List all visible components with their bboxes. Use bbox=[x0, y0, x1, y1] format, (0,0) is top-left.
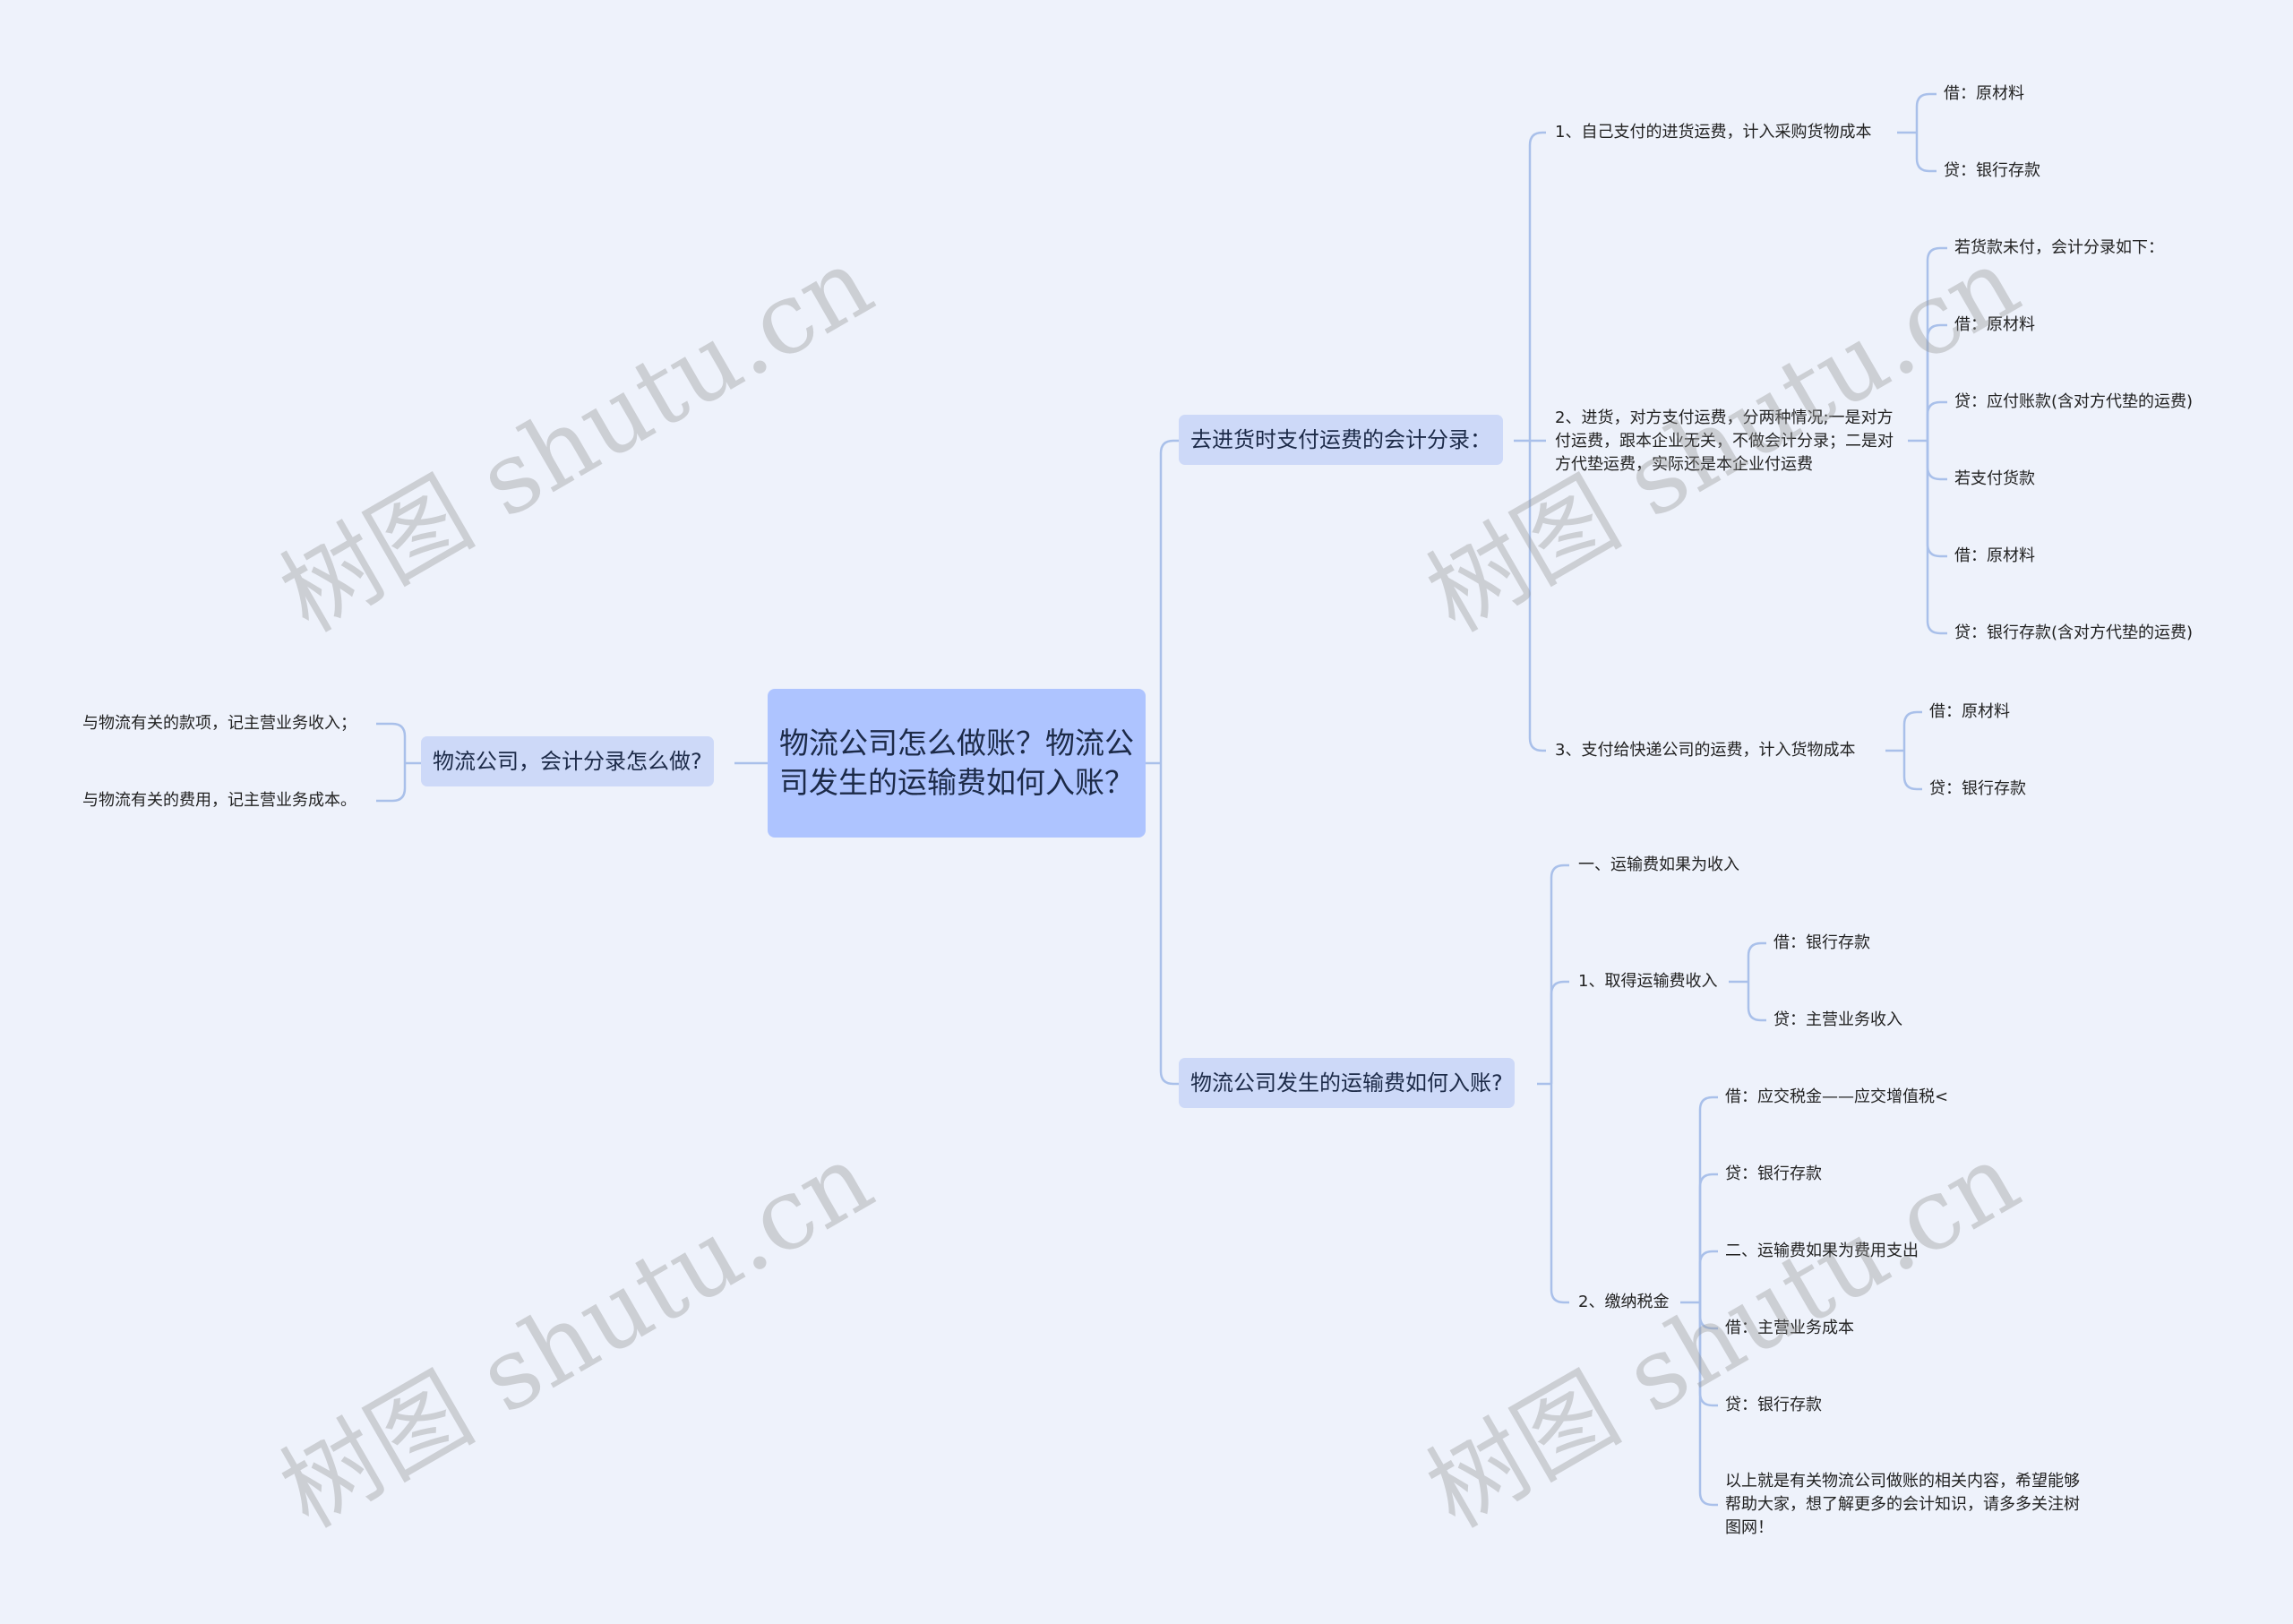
leaf-a2-unpaid[interactable]: 若货款未付，会计分录如下： bbox=[1954, 238, 2164, 257]
leaf-a2-paid[interactable]: 若支付货款 bbox=[1954, 469, 2035, 488]
root-topic[interactable]: 物流公司怎么做账？物流公司发生的运输费如何入账？ bbox=[768, 689, 1146, 838]
leaf-left-revenue[interactable]: 与物流有关的款项，记主营业务收入； bbox=[82, 714, 356, 733]
leaf-left-cost[interactable]: 与物流有关的费用，记主营业务成本。 bbox=[82, 791, 356, 810]
leaf-a3-credit[interactable]: 贷：银行存款 bbox=[1929, 779, 2026, 798]
leaf-a2-credit-payable[interactable]: 贷：应付账款(含对方代垫的运费) bbox=[1954, 392, 2194, 411]
topic-left-accounting[interactable]: 物流公司，会计分录怎么做? bbox=[421, 736, 714, 786]
leaf-a1-debit[interactable]: 借：原材料 bbox=[1944, 84, 2024, 103]
sub-supplier-paid-freight[interactable]: 2、进货，对方支付运费，分两种情况;一是对方付运费，跟本企业无关，不做会计分录；… bbox=[1555, 408, 1894, 474]
sub-receive-freight[interactable]: 1、取得运输费收入 bbox=[1578, 972, 1718, 991]
leaf-b2-credit-bank[interactable]: 贷：银行存款 bbox=[1725, 1164, 1822, 1183]
leaf-b2-credit-bank-2[interactable]: 贷：银行存款 bbox=[1725, 1396, 1822, 1414]
sub-pay-tax[interactable]: 2、缴纳税金 bbox=[1578, 1293, 1670, 1311]
leaf-a1-credit[interactable]: 贷：银行存款 bbox=[1944, 161, 2040, 180]
sub-freight-income[interactable]: 一、运输费如果为收入 bbox=[1578, 855, 1739, 874]
leaf-b2-summary[interactable]: 以上就是有关物流公司做账的相关内容，希望能够帮助大家，想了解更多的会计知识，请多… bbox=[1725, 1472, 2080, 1537]
leaf-a2-credit-bank[interactable]: 贷：银行存款(含对方代垫的运费) bbox=[1954, 623, 2194, 642]
leaf-b1-credit[interactable]: 贷：主营业务收入 bbox=[1773, 1010, 1902, 1029]
sub-self-paid-freight[interactable]: 1、自己支付的进货运费，计入采购货物成本 bbox=[1555, 123, 1872, 142]
topic-freight-booking[interactable]: 物流公司发生的运输费如何入账? bbox=[1179, 1058, 1515, 1108]
leaf-b1-debit[interactable]: 借：银行存款 bbox=[1773, 933, 1870, 952]
leaf-a3-debit[interactable]: 借：原材料 bbox=[1929, 702, 2010, 721]
leaf-b2-expense[interactable]: 二、运输费如果为费用支出 bbox=[1725, 1242, 1919, 1260]
leaf-a2-debit[interactable]: 借：原材料 bbox=[1954, 315, 2035, 334]
leaf-a2-debit-2[interactable]: 借：原材料 bbox=[1954, 546, 2035, 565]
leaf-b2-debit-tax[interactable]: 借：应交税金——应交增值税< bbox=[1725, 1087, 1949, 1106]
leaf-b2-debit-cost[interactable]: 借：主营业务成本 bbox=[1725, 1319, 1854, 1337]
sub-courier-freight[interactable]: 3、支付给快递公司的运费，计入货物成本 bbox=[1555, 741, 1856, 760]
topic-purchase-freight[interactable]: 去进货时支付运费的会计分录： bbox=[1179, 415, 1503, 465]
